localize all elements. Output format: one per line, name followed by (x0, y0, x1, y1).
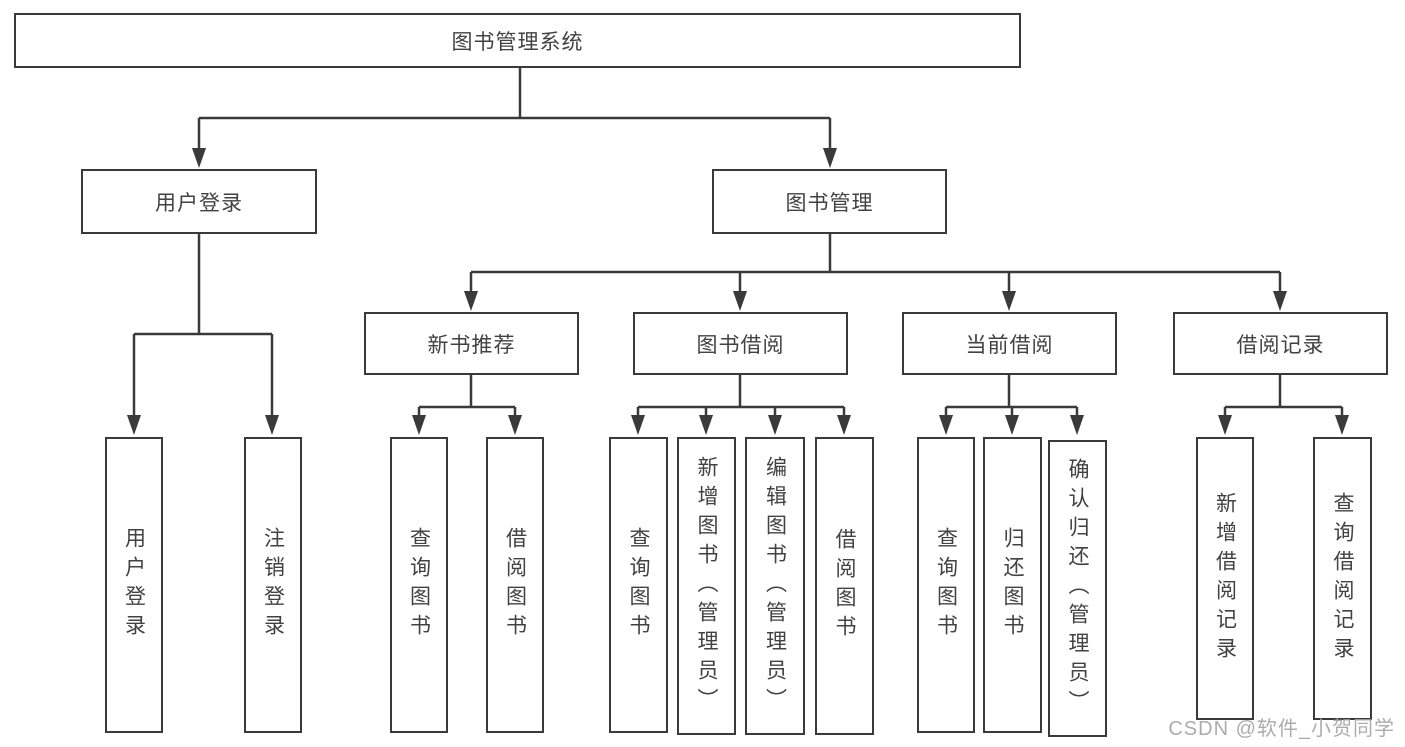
leaf-query-books-current-label: 查询图书 (934, 527, 958, 643)
leaf-edit-book-admin-label: 编辑图书（管理员） (763, 455, 787, 717)
leaf-logout: 注销登录 (244, 437, 302, 733)
node-user-login-label: 用户登录 (155, 191, 243, 215)
node-book-borrowing: 图书借阅 (633, 312, 848, 375)
leaf-return-book-label: 归还图书 (1001, 527, 1024, 643)
node-borrowing-records-label: 借阅记录 (1236, 333, 1325, 357)
leaf-query-books-current: 查询图书 (917, 437, 975, 733)
node-library-system-label: 图书管理系统 (451, 30, 584, 54)
node-book-management-label: 图书管理 (785, 191, 874, 215)
leaf-return-book: 归还图书 (983, 437, 1042, 733)
arrowheads (127, 148, 1349, 435)
leaf-add-borrow-record: 新增借阅记录 (1196, 437, 1254, 720)
leaf-borrow-books-recommend-label: 借阅图书 (503, 527, 527, 643)
node-borrowing-records: 借阅记录 (1173, 312, 1388, 375)
leaf-query-books-borrow: 查询图书 (609, 437, 668, 733)
leaf-borrow-books-recommend: 借阅图书 (486, 437, 544, 733)
leaf-query-borrow-record: 查询借阅记录 (1313, 437, 1372, 720)
node-current-borrowing-label: 当前借阅 (965, 333, 1054, 357)
node-library-system: 图书管理系统 (14, 13, 1021, 68)
leaf-query-books-recommend-label: 查询图书 (407, 527, 431, 643)
node-current-borrowing: 当前借阅 (902, 312, 1117, 375)
leaf-query-borrow-record-label: 查询借阅记录 (1331, 491, 1354, 666)
leaf-borrow-books: 借阅图书 (815, 437, 874, 735)
leaf-query-books-borrow-label: 查询图书 (627, 527, 650, 643)
leaf-user-login-label: 用户登录 (122, 527, 146, 643)
node-user-login: 用户登录 (81, 169, 317, 234)
node-book-management: 图书管理 (712, 169, 947, 234)
leaf-user-login: 用户登录 (105, 437, 163, 733)
leaf-add-borrow-record-label: 新增借阅记录 (1213, 491, 1237, 666)
node-new-book-recommendation: 新书推荐 (364, 312, 579, 375)
leaf-query-books-recommend: 查询图书 (390, 437, 448, 733)
leaf-edit-book-admin: 编辑图书（管理员） (745, 437, 805, 735)
node-book-borrowing-label: 图书借阅 (696, 333, 785, 357)
leaf-borrow-books-label: 借阅图书 (833, 528, 856, 644)
leaf-confirm-return-admin: 确认归还（管理员） (1048, 440, 1107, 737)
watermark-csdn: CSDN @软件_小贺同学 (1168, 718, 1395, 740)
leaf-add-book-admin-label: 新增图书（管理员） (695, 455, 718, 717)
leaf-add-book-admin: 新增图书（管理员） (677, 437, 736, 735)
node-new-book-recommendation-label: 新书推荐 (427, 333, 516, 357)
leaf-logout-label: 注销登录 (261, 527, 285, 643)
leaf-confirm-return-admin-label: 确认归还（管理员） (1066, 458, 1089, 719)
